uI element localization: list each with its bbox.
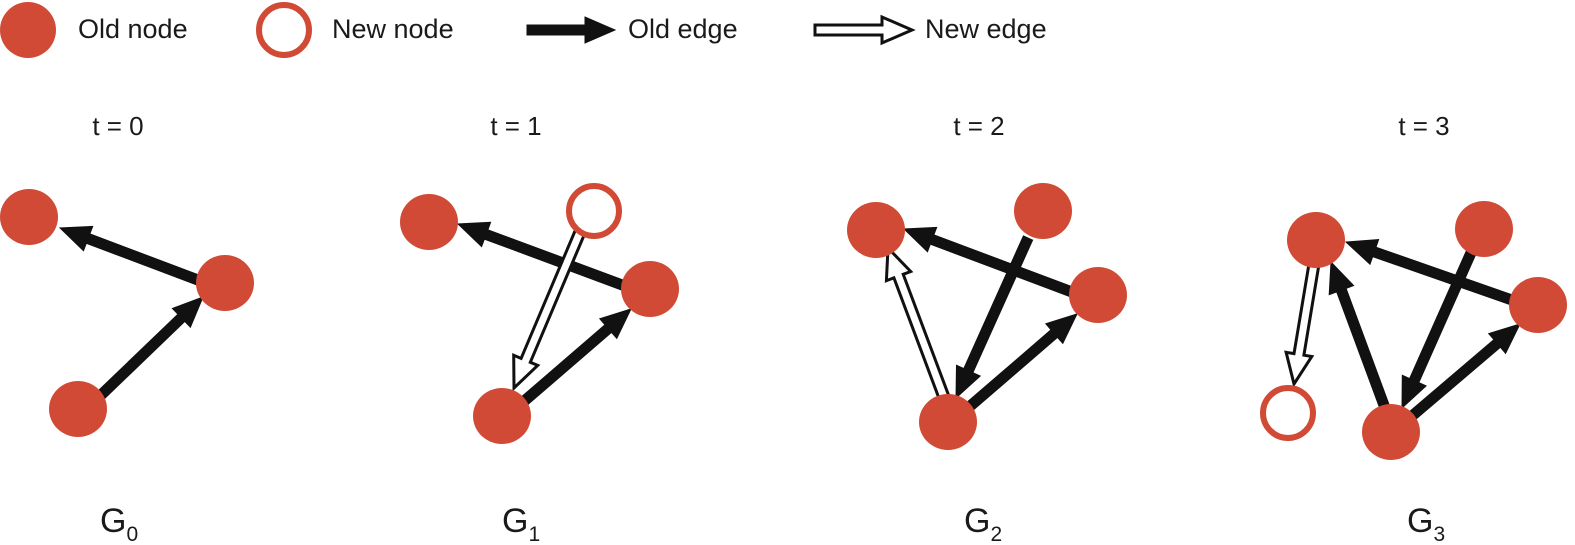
legend: Old node New node Old edge New edge: [0, 2, 1047, 58]
graph-subscript-g0: 0: [126, 523, 138, 545]
node-n3-new: [566, 183, 622, 239]
graph-name-g2: G: [964, 502, 990, 540]
edge-n3-n2: [1401, 243, 1480, 410]
edge-n2-n0-new: [884, 244, 952, 404]
legend-old-node-icon: [0, 2, 56, 58]
node-n2: [919, 394, 977, 450]
graph-name-g3: G: [1407, 502, 1433, 540]
edge-n2-n1: [517, 308, 632, 408]
edge-n3-n2: [955, 235, 1034, 400]
node-n2: [473, 388, 531, 444]
graph-subscript-g2: 2: [990, 523, 1002, 545]
graph-label-g2: G2: [964, 502, 1002, 545]
legend-new-edge-icon: [813, 14, 916, 46]
graph-subscript-g3: 3: [1433, 523, 1445, 545]
graph-subscript-g1: 1: [528, 523, 540, 545]
legend-old-node: Old node: [0, 2, 188, 58]
node-n1: [1069, 267, 1127, 323]
legend-new-node: New node: [256, 2, 454, 58]
node-n0: [400, 194, 458, 250]
graph-name-g1: G: [502, 502, 528, 540]
node-n2: [49, 381, 107, 437]
edge-n1-n0: [1344, 239, 1515, 306]
edge-n2-n0: [1328, 260, 1391, 411]
legend-new-edge-label: New edge: [925, 14, 1047, 44]
snapshot-g0: t = 0 G0: [0, 111, 254, 545]
time-label-t2: t = 2: [953, 111, 1004, 141]
node-n1: [621, 261, 679, 317]
legend-new-node-icon: [256, 2, 312, 58]
time-label-t3: t = 3: [1398, 111, 1449, 141]
legend-old-edge-icon: [526, 16, 617, 44]
edge-n2-n1: [963, 313, 1078, 413]
legend-old-edge: Old edge: [526, 14, 738, 44]
time-label-t0: t = 0: [92, 111, 143, 141]
edge-n1-n0: [456, 221, 628, 292]
legend-new-edge: New edge: [813, 14, 1047, 46]
node-n3: [1455, 201, 1513, 257]
legend-old-edge-label: Old edge: [628, 14, 738, 44]
node-n0: [847, 202, 905, 258]
node-n4-new: [1260, 385, 1316, 441]
graph-label-g0: G0: [100, 502, 138, 545]
edge-n2-n1: [1408, 323, 1521, 421]
snapshot-g2: t = 2 G2: [847, 111, 1127, 545]
edge-n2-n1: [95, 296, 204, 401]
graph-label-g1: G1: [502, 502, 540, 545]
time-label-t1: t = 1: [490, 111, 541, 141]
node-n1: [1509, 277, 1567, 333]
edge-n1-n0: [902, 226, 1075, 298]
edge-n3-n2-new: [512, 228, 587, 392]
node-n1: [196, 255, 254, 311]
snapshot-g3: t = 3 G3: [1260, 111, 1567, 545]
node-n2: [1362, 404, 1420, 460]
node-n0: [1287, 212, 1345, 268]
snapshot-g1: t = 1 G1: [400, 111, 679, 545]
node-n0: [0, 189, 58, 245]
legend-old-node-label: Old node: [78, 14, 188, 44]
node-n3: [1014, 183, 1072, 239]
edge-n1-n0: [58, 225, 201, 286]
edge-n0-n4-new: [1284, 261, 1321, 388]
graph-name-g0: G: [100, 502, 126, 540]
graph-label-g3: G3: [1407, 502, 1445, 545]
legend-new-node-label: New node: [332, 14, 454, 44]
